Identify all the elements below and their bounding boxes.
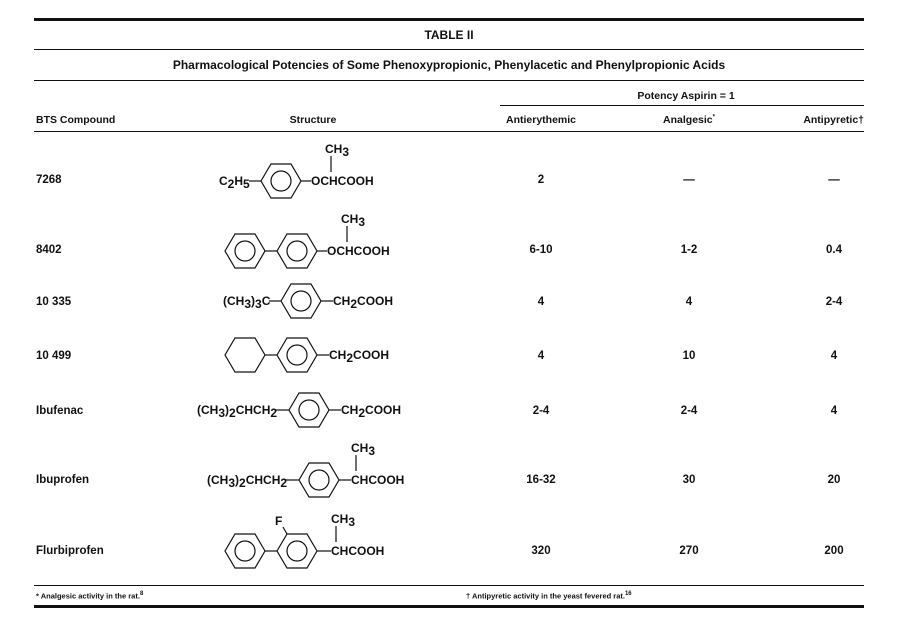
svg-text:CHCOOH: CHCOOH [331,544,384,558]
row-ibuprofen-analgesic: 30 [682,474,696,486]
footnote-rule [34,585,864,586]
header-analgesic-label: Analgesic [663,114,713,126]
svg-text:CH2COOH: CH2COOH [329,348,389,365]
row-8402-antipyretic: 0.4 [826,244,842,256]
potency-group-header: Potency Aspirin = 1 [637,90,735,102]
potency-group-rule [500,105,864,106]
svg-text:CH3: CH3 [341,212,365,229]
header-analgesic: Analgesic* [663,114,715,126]
row-10335-antipyretic: 2-4 [825,296,843,308]
row-ibuprofen-antipyretic: 20 [827,474,841,486]
row-10335-antierythemic: 4 [537,296,545,308]
row-7268-analgesic: — [683,174,695,186]
structure-8402: OCHCOOH CH3 [224,212,390,269]
footnote-antipyretic-ref: 16 [624,591,632,597]
svg-text:(CH3)2CHCH2: (CH3)2CHCH2 [207,473,287,490]
row-ibufenac-compound: Ibufenac [36,405,84,417]
row-10335-compound: 10 335 [36,296,72,308]
row-flurbiprofen-antierythemic: 320 [531,545,551,557]
structure-ibufenac: (CH3)2CHCH2 CH2COOH [197,392,401,428]
svg-text:CH3: CH3 [325,142,349,159]
row-7268-antierythemic: 2 [537,174,545,186]
footnote-analgesic-ref: 8 [139,591,144,597]
svg-text:(CH3)3C: (CH3)3C [223,294,271,311]
row-ibuprofen-antierythemic: 16-32 [526,474,556,486]
row-ibuprofen-compound: Ibuprofen [36,474,90,486]
top-thick-rule [34,18,864,21]
header-antipyretic: Antipyretic† [803,114,864,126]
row-8402-compound: 8402 [36,244,62,256]
structure-flurbiprofen: F CHCOOH CH3 [224,512,384,569]
svg-text:OCHCOOH: OCHCOOH [311,174,374,188]
structure-10499: CH2COOH [224,337,389,373]
svg-text:OCHCOOH: OCHCOOH [327,244,390,258]
svg-text:CH3: CH3 [331,512,355,529]
structure-ibuprofen: (CH3)2CHCH2 CHCOOH CH3 [207,441,404,498]
header-antipyretic-label: Antipyretic [803,114,859,126]
table-label: TABLE II [424,28,474,42]
svg-text:CH3: CH3 [351,441,375,458]
table-title: Pharmacological Potencies of Some Phenox… [172,58,726,72]
svg-text:C2H5: C2H5 [219,174,250,191]
header-compound: BTS Compound [36,114,116,126]
row-10499-antierythemic: 4 [537,350,545,362]
structure-10335: (CH3)3C CH2COOH [223,283,393,319]
row-10335-analgesic: 4 [685,296,693,308]
svg-text:F: F [275,514,282,528]
row-10499-compound: 10 499 [36,350,72,362]
header-antierythemic: Antierythemic [505,114,577,126]
row-7268-antipyretic: — [828,174,840,186]
row-ibufenac-antipyretic: 4 [830,405,838,417]
header-structure: Structure [289,114,337,126]
svg-text:CH2COOH: CH2COOH [341,403,401,420]
svg-text:CHCOOH: CHCOOH [351,473,404,487]
footnote-analgesic-text: * Analgesic activity in the rat. [36,591,140,601]
row-flurbiprofen-antipyretic: 200 [824,545,844,557]
row-10499-analgesic: 10 [682,350,696,362]
svg-text:(CH3)2CHCH2: (CH3)2CHCH2 [197,403,277,420]
title-rule [34,49,864,50]
header-bottom-rule [34,131,864,132]
row-10499-antipyretic: 4 [830,350,838,362]
row-ibufenac-analgesic: 2-4 [680,405,698,417]
row-8402-antierythemic: 6-10 [529,244,553,256]
header-analgesic-mark: * [712,114,715,121]
subtitle-rule [34,80,864,81]
row-7268-compound: 7268 [36,174,62,186]
svg-text:CH2COOH: CH2COOH [333,294,393,311]
row-ibufenac-antierythemic: 2-4 [532,405,550,417]
structure-7268: C2H5 OCHCOOH CH3 [219,142,374,199]
footnote-antipyretic: † Antipyretic activity in the yeast feve… [466,591,632,601]
row-8402-analgesic: 1-2 [680,244,698,256]
footnote-antipyretic-text: † Antipyretic activity in the yeast feve… [466,591,625,601]
footnote-analgesic: * Analgesic activity in the rat.8 [36,591,143,601]
row-flurbiprofen-compound: Flurbiprofen [36,545,104,557]
bottom-thick-rule [34,605,864,608]
row-flurbiprofen-analgesic: 270 [679,545,699,557]
header-antipyretic-mark: † [858,114,864,126]
